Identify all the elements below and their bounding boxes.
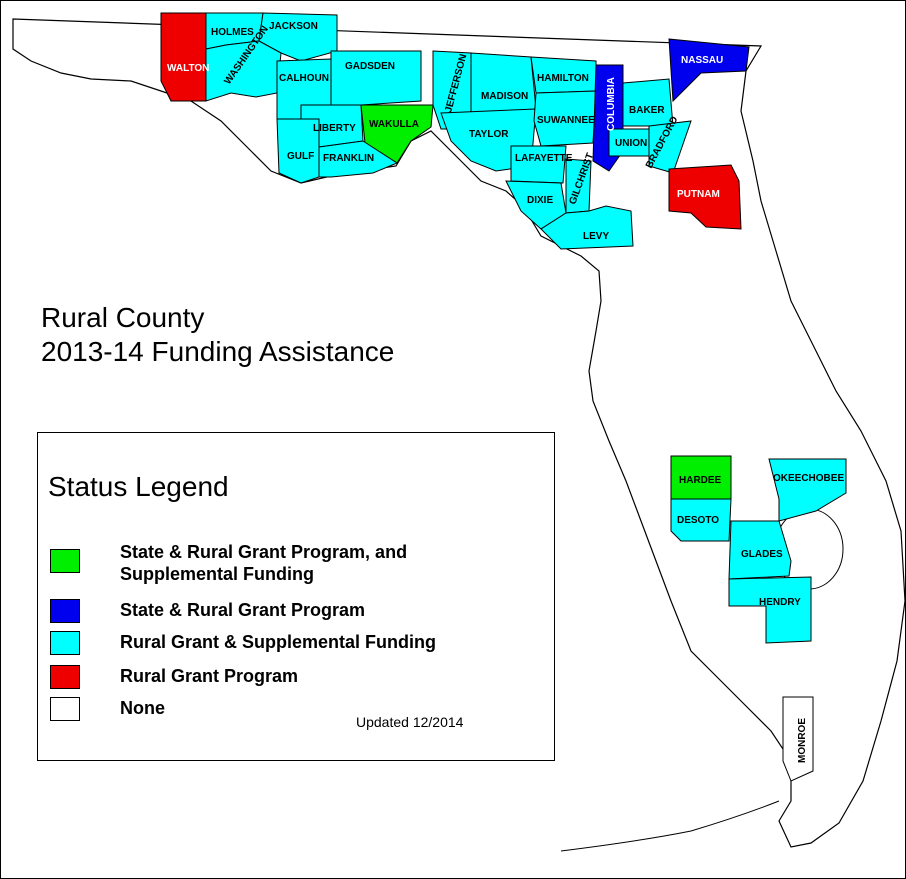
county-nassau	[668, 38, 750, 103]
legend-item-red: Rural Grant Program	[50, 665, 298, 689]
legend-label-cyan: Rural Grant & Supplemental Funding	[120, 632, 437, 652]
legend-label-green: State & Rural Grant Program, and Supplem…	[120, 542, 408, 584]
legend-item-none: None	[50, 697, 165, 721]
label-columbia: COLUMBIA	[606, 77, 617, 131]
label-union: UNION	[615, 138, 647, 149]
county-desoto	[670, 498, 732, 542]
legend-swatch-blue	[50, 599, 80, 623]
county-gadsden	[330, 50, 422, 106]
county-monroe	[782, 696, 814, 782]
legend-title: Status Legend	[48, 471, 229, 502]
county-lafayette	[510, 145, 567, 184]
county-glades	[728, 520, 792, 580]
label-jackson: JACKSON	[269, 21, 318, 32]
label-okeechobee: OKEECHOBEE	[773, 473, 844, 484]
county-walton	[160, 12, 207, 102]
legend-swatch-green	[50, 549, 80, 573]
label-levy: LEVY	[583, 231, 609, 242]
map-title: Rural County 2013-14 Funding Assistance	[41, 301, 394, 369]
label-gadsden: GADSDEN	[345, 61, 395, 72]
label-taylor: TAYLOR	[469, 129, 509, 140]
county-hendry	[728, 576, 812, 644]
label-holmes: HOLMES	[211, 27, 254, 38]
county-levy	[540, 205, 634, 250]
label-walton: WALTON	[167, 63, 209, 74]
legend-label-blue: State & Rural Grant Program	[120, 600, 366, 620]
legend-swatch-none	[50, 697, 80, 721]
county-putnam	[668, 164, 742, 230]
florida-state-outline	[12, 18, 905, 848]
label-suwannee: SUWANNEE	[537, 115, 595, 126]
label-madison: MADISON	[481, 91, 528, 102]
legend-label-none: None	[120, 698, 165, 718]
label-nassau: NASSAU	[681, 55, 723, 66]
label-hendry: HENDRY	[759, 597, 801, 608]
map-title-line1: Rural County	[41, 302, 205, 333]
county-okeechobee	[768, 458, 847, 522]
map-title-line2: 2013-14 Funding Assistance	[41, 336, 395, 367]
florida-keys-outline	[560, 800, 780, 852]
label-calhoun: CALHOUN	[279, 73, 329, 84]
legend-swatch-red	[50, 665, 80, 689]
legend-swatch-cyan	[50, 631, 80, 655]
label-dixie: DIXIE	[527, 195, 553, 206]
legend-item-blue: State & Rural Grant Program	[50, 599, 365, 623]
label-baker: BAKER	[629, 105, 665, 116]
status-legend: Status Legend State & Rural Grant Progra…	[37, 432, 555, 761]
label-hamilton: HAMILTON	[537, 73, 589, 84]
label-hardee: HARDEE	[679, 475, 722, 486]
label-monroe: MONROE	[797, 718, 808, 763]
county-baker	[622, 78, 674, 127]
county-franklin	[318, 140, 399, 178]
label-wakulla: WAKULLA	[369, 119, 419, 130]
label-desoto: DESOTO	[677, 515, 719, 526]
updated-date: Updated 12/2014	[356, 714, 464, 730]
county-gulf	[276, 118, 320, 184]
county-suwannee	[533, 90, 597, 147]
legend-item-cyan: Rural Grant & Supplemental Funding	[50, 631, 436, 655]
label-franklin: FRANKLIN	[323, 153, 374, 164]
label-liberty: LIBERTY	[313, 123, 356, 134]
label-glades: GLADES	[741, 549, 783, 560]
label-lafayette: LAFAYETTE	[515, 153, 573, 164]
legend-label-red: Rural Grant Program	[120, 666, 299, 686]
label-gulf: GULF	[287, 151, 314, 162]
county-madison	[470, 52, 537, 114]
legend-item-green: State & Rural Grant Program, and Supplem…	[50, 542, 407, 585]
label-putnam: PUTNAM	[677, 189, 720, 200]
